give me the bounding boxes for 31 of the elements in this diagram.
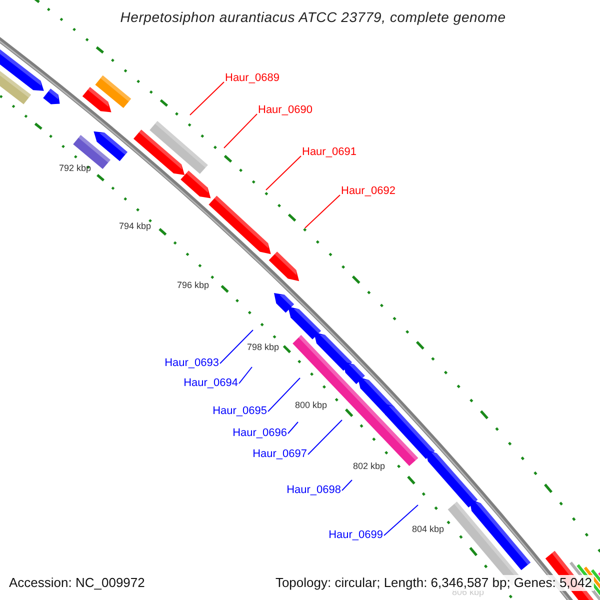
gene-label: Haur_0696 [232,427,287,440]
accession-text: Accession: NC_009972 [8,575,146,591]
gene-label: Haur_0689 [225,72,280,85]
leader-line [342,480,352,491]
gene-label: Haur_0691 [302,146,356,159]
leader-line [190,82,224,116]
position-label: 798 kbp [246,341,280,353]
leader-line [304,194,340,228]
position-label: 802 kbp [352,460,386,472]
gene-label: Haur_0693 [164,357,219,370]
gene-label: Haur_0697 [252,448,307,461]
gene-label: Haur_0699 [328,529,383,542]
position-label: 800 kbp [294,399,328,411]
gene-label: Haur_0690 [258,104,312,117]
leader-line [238,366,252,384]
position-label: 804 kbp [410,523,446,535]
leader-line [384,504,418,536]
position-label: 796 kbp [176,279,210,291]
leader-line [220,330,254,364]
gene-label: Haur_0695 [212,405,267,418]
leader-line [268,378,300,412]
gene-label: Haur_0698 [286,484,341,497]
leader-line [266,156,302,190]
gene-label: Haur_0694 [184,377,238,390]
leader-line [308,420,342,455]
leader-line [288,422,298,434]
position-label: 792 kbp [58,162,92,174]
title: Herpetosiphon aurantiacus ATCC 23779, complete genome [119,9,507,25]
leader-line [224,114,258,148]
position-label: 794 kbp [118,220,152,232]
gene-label: Haur_0692 [341,185,396,198]
